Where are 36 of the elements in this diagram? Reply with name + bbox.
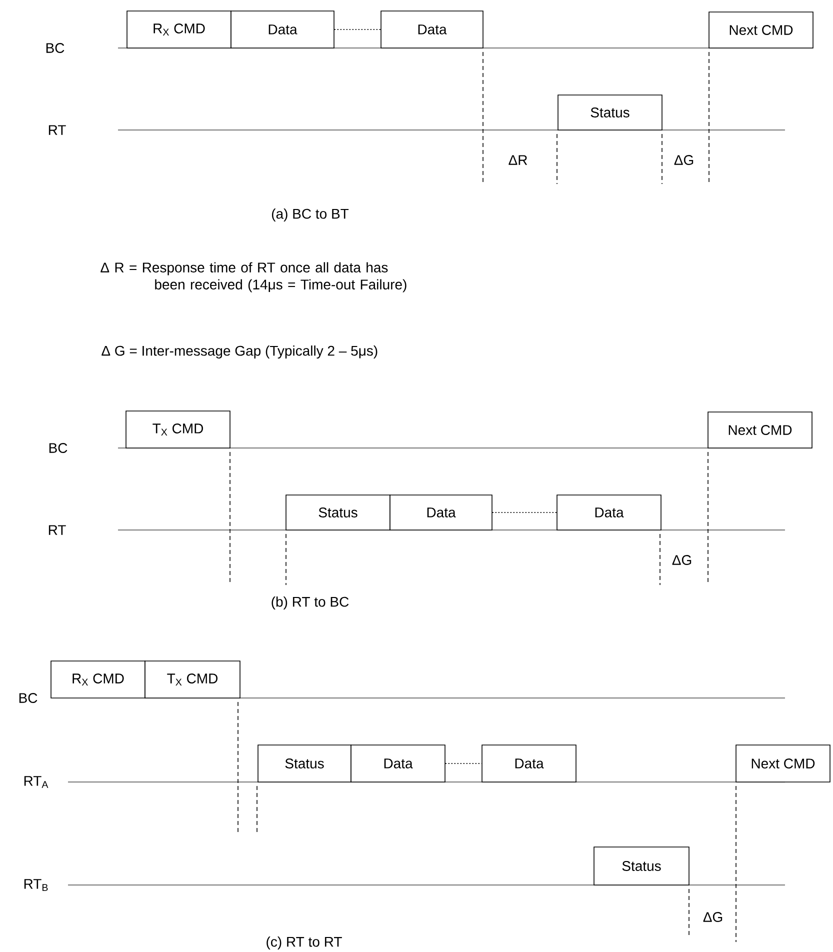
message-box: Status <box>258 744 352 782</box>
delta-label: ΔG <box>672 555 692 565</box>
message-box: T$_{X}$ CMD <box>144 660 240 698</box>
dotted-line <box>334 29 382 30</box>
message-box: Next CMD <box>736 744 830 782</box>
signal-name: RT$_{B}$ <box>24 879 48 891</box>
caption: (c) RT to RT <box>266 936 342 950</box>
signal-name: RT <box>48 125 66 135</box>
signal-name: RT$_{A}$ <box>24 776 48 788</box>
signal-name: BC <box>46 43 64 53</box>
note: Δ G = Inter-message Gap (Typically 2 – 5μs) <box>102 345 378 359</box>
message-box: Data <box>350 744 446 782</box>
message-box: Data <box>390 494 492 530</box>
delta-label: ΔR <box>508 155 528 165</box>
message-box: Next CMD <box>708 12 814 48</box>
caption: (b) RT to BC <box>272 596 349 610</box>
caption: (a) BC to BT <box>272 208 349 222</box>
dotted-line <box>444 763 482 764</box>
note: Δ R = Response time of RT once all data has been received (14μs = Time-out Failure) <box>100 262 406 292</box>
delta-label: ΔG <box>674 155 694 165</box>
message-box: T$_{X}$ CMD <box>126 410 230 448</box>
message-box: Data <box>556 494 662 530</box>
signal-name: BC <box>19 693 38 703</box>
message-box: R$_{X}$ CMD <box>126 10 232 48</box>
signal-name: BC <box>49 443 68 453</box>
message-box: Status <box>558 94 662 130</box>
message-box: Status <box>594 846 690 886</box>
dotted-line <box>492 512 558 513</box>
message-box: Data <box>380 10 484 48</box>
message-box: Data <box>230 10 334 48</box>
message-box: Next CMD <box>708 412 812 448</box>
message-box: R$_{X}$ CMD <box>50 660 146 698</box>
delta-label: ΔG <box>703 912 722 922</box>
message-box: Status <box>286 494 390 530</box>
signal-name: RT <box>48 525 66 535</box>
message-box: Data <box>482 744 576 782</box>
